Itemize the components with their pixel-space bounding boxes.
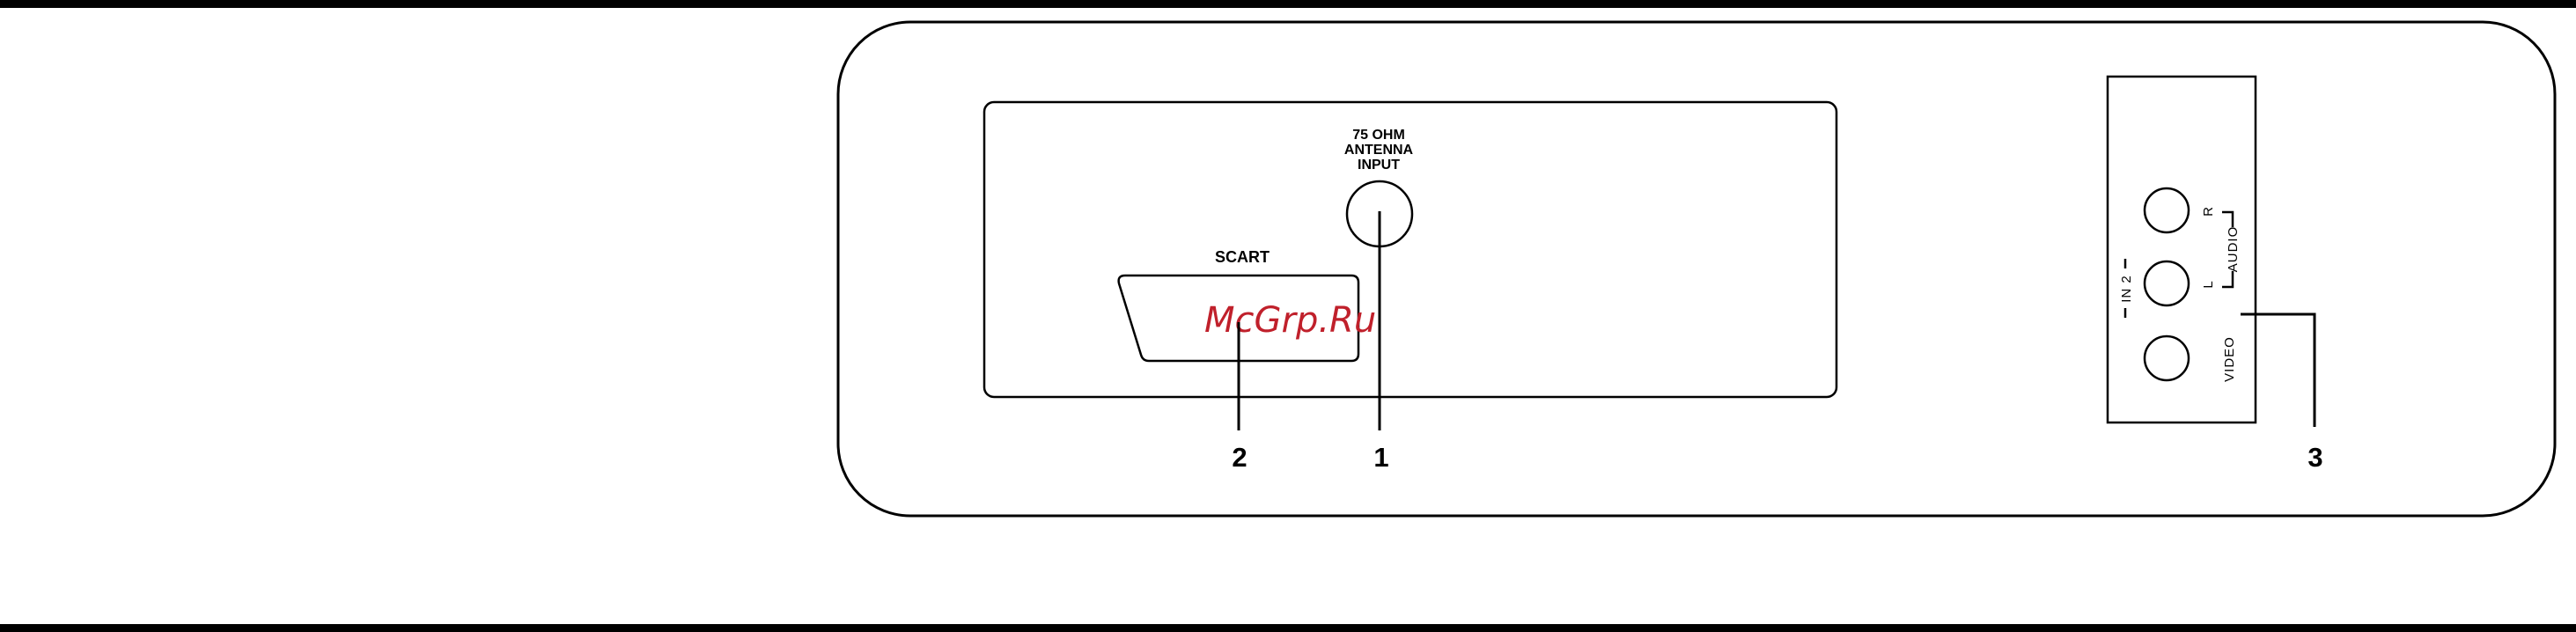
antenna-label-line2: ANTENNA	[1344, 143, 1414, 158]
scart-label: SCART	[1215, 248, 1270, 266]
audio-right-label: R	[2201, 206, 2216, 217]
callout-number-2: 2	[1232, 442, 1247, 473]
callout-number-1: 1	[1373, 442, 1388, 473]
video-label: VIDEO	[2222, 336, 2237, 382]
antenna-label-line1: 75 OHM	[1352, 128, 1405, 143]
video-jack-icon	[2145, 336, 2189, 380]
callout-line-3	[2241, 314, 2315, 427]
rear-housing-outline	[838, 22, 2555, 516]
audio-left-label: L	[2201, 280, 2216, 288]
audio-left-jack-icon	[2145, 261, 2189, 305]
audio-label: AUDIO	[2226, 226, 2241, 273]
audio-right-jack-icon	[2145, 188, 2189, 232]
callout-number-3: 3	[2307, 442, 2322, 473]
in2-label: IN 2	[2119, 275, 2134, 303]
watermark-text: McGrp.Ru	[1204, 300, 1376, 341]
antenna-label-line3: INPUT	[1358, 158, 1400, 173]
